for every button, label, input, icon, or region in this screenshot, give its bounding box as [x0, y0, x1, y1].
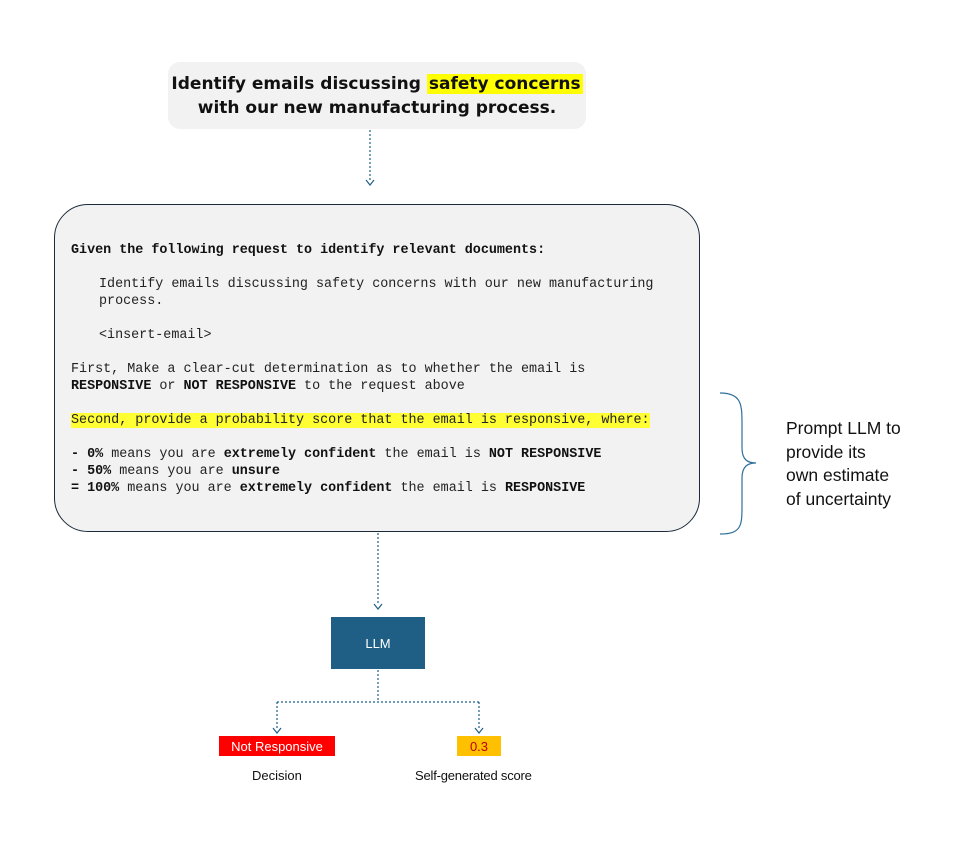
prompt-bullet-50: - 50% means you are unsure: [71, 464, 280, 479]
decision-badge: Not Responsive: [219, 736, 335, 756]
annotation-line: own estimate: [786, 465, 890, 485]
prompt-second-line: Second, provide a probability score that…: [71, 413, 650, 428]
prompt-bullet-0: - 0% means you are extremely confident t…: [71, 447, 602, 462]
curly-brace: [719, 392, 757, 535]
arrowhead-to-decision: [272, 727, 282, 734]
prompt-insert-placeholder: <insert-email>: [99, 328, 212, 343]
decision-caption: Decision: [252, 768, 302, 783]
prompt-request-line-1: Identify emails discussing safety concer…: [99, 277, 654, 292]
score-badge: 0.3: [457, 736, 501, 756]
annotation-line: Prompt LLM to: [786, 418, 901, 438]
query-line-2: with our new manufacturing process.: [197, 97, 557, 118]
query-box: Identify emails discussing safety concer…: [168, 62, 586, 129]
prompt-request-line-2: process.: [99, 294, 164, 309]
prompt-bullet-100: = 100% means you are extremely confident…: [71, 481, 586, 496]
prompt-first-line-2: RESPONSIVE or NOT RESPONSIVE to the requ…: [71, 379, 465, 394]
arrowhead-query-to-prompt: [365, 179, 375, 186]
prompt-first-line-1: First, Make a clear-cut determination as…: [71, 362, 586, 377]
annotation-line: of uncertainty: [786, 488, 892, 509]
annotation-line: provide its: [786, 441, 866, 462]
query-highlight: safety concerns: [426, 73, 583, 94]
prompt-line-intro: Given the following request to identify …: [71, 243, 546, 258]
query-line-1: Identify emails discussing safety concer…: [171, 72, 583, 96]
arrowhead-to-score: [474, 727, 484, 734]
arrowhead-prompt-to-llm: [373, 603, 383, 610]
prompt-box: [54, 204, 700, 532]
query-text-start: Identify emails discussing: [171, 73, 427, 94]
annotation-text: Prompt LLM to provide its own estimate o…: [786, 417, 956, 511]
llm-node: LLM: [331, 617, 425, 669]
score-caption: Self-generated score: [415, 768, 532, 783]
